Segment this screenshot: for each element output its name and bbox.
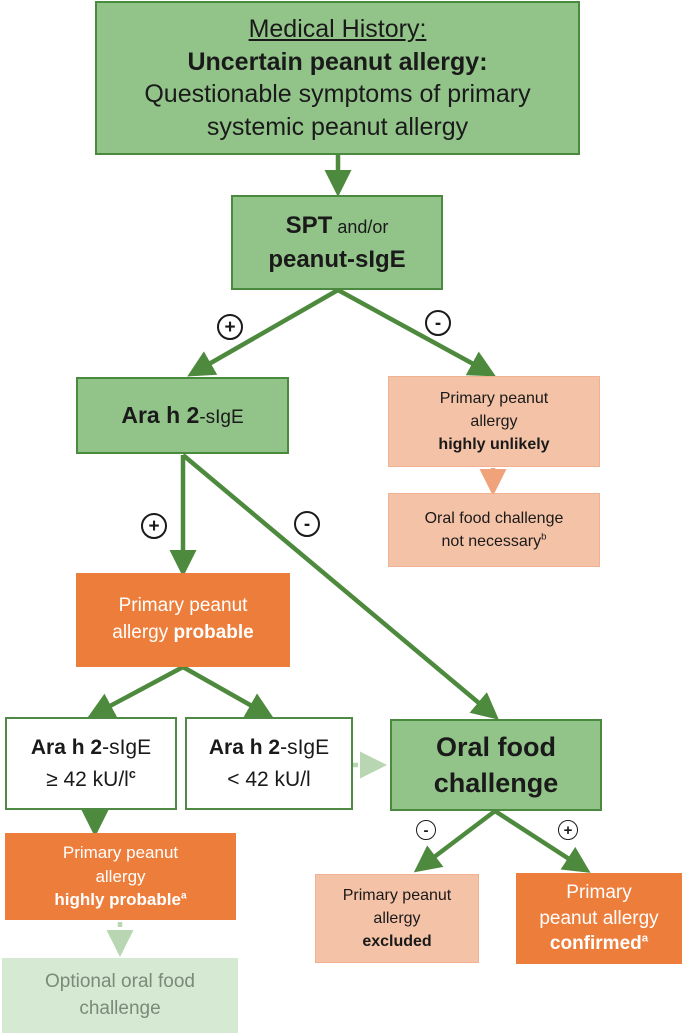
minus-sign-ofc: - (416, 820, 436, 840)
excluded-line-1: Primary peanut (342, 886, 452, 904)
ara-h2-label: Ara h 2-sIgE (121, 402, 243, 429)
ofc-line-1: Oral food (436, 731, 556, 762)
arrow-spt-to-arah2 (187, 288, 340, 377)
uncertain-peanut-allergy: Uncertain peanut allergy: (187, 47, 488, 76)
confirmed-line-3: confirmed (549, 933, 642, 955)
peanut-sige-label: peanut-sIgE (268, 245, 406, 273)
highly-probable-line-3: highly probable (54, 890, 181, 910)
oral-food-challenge-box: Oral food challenge (390, 719, 602, 811)
ara-h2-low-box: Ara h 2-sIgE < 42 kU/l (185, 717, 353, 810)
plus-sign-ofc: + (558, 820, 578, 840)
spt-line-1: SPT and/or (286, 209, 389, 243)
excluded-line-2: allergy (373, 909, 421, 927)
ara-h2-box: Ara h 2-sIgE (76, 377, 289, 454)
plus-sign-spt: + (217, 314, 243, 340)
probable-box: Primary peanut allergy probable (76, 573, 290, 667)
medical-history-text-2: systemic peanut allergy (206, 112, 469, 141)
unlikely-line-1: Primary peanut (439, 389, 549, 407)
arrow-ofc-to-confirmed (493, 809, 591, 873)
probable-line-2: allergy probable (112, 620, 253, 647)
high-bold: Ara h 2 (30, 736, 103, 759)
probable-line-2a: allergy (112, 622, 174, 643)
ara-h2-high-box: Ara h 2-sIgE ≥ 42 kU/lc (5, 717, 177, 810)
confirmed-box: Primary peanut allergy confirmeda (516, 873, 682, 964)
optional-line-2: challenge (79, 997, 161, 1019)
ofc-line-2: challenge (433, 768, 559, 798)
medical-history-text-1: Questionable symptoms of primary (144, 80, 531, 108)
highly-probable-line-1: Primary peanut (62, 842, 179, 862)
low-line-1: Ara h 2-sIgE (209, 732, 329, 764)
not-necessary-line-2-wrap: not necessaryb (442, 530, 547, 553)
high-line-1: Ara h 2-sIgE (31, 732, 151, 764)
not-necessary-line-2: not necessary (441, 533, 542, 550)
highly-probable-line-2: allergy (95, 866, 146, 886)
plus-sign-ara: + (141, 513, 167, 539)
excluded-box: Primary peanut allergy excluded (315, 874, 479, 963)
unlikely-line-3: highly unlikely (438, 436, 550, 454)
not-necessary-line-1: Oral food challenge (424, 509, 564, 527)
highly-probable-box: Primary peanut allergy highly probablea (5, 833, 236, 920)
high-suffix: -sIgE (102, 736, 152, 759)
probable-line-1: Primary peanut (118, 595, 248, 617)
high-line-2-wrap: ≥ 42 kU/lc (46, 764, 136, 796)
minus-sign-ara: - (294, 511, 320, 537)
confirmed-line-2: peanut allergy (539, 907, 659, 929)
minus-sign-spt: - (425, 310, 451, 336)
arrow-ofc-to-excluded (413, 809, 497, 873)
and-or-label: and/or (332, 216, 389, 237)
low-line-2: < 42 kU/l (227, 767, 311, 791)
arrow-arah2-to-ofc (181, 453, 499, 720)
spt-box: SPT and/or peanut-sIgE (231, 195, 443, 290)
medical-history-box: Medical History: Uncertain peanut allerg… (95, 1, 580, 155)
probable-line-2b: probable (173, 622, 254, 643)
spt-label: SPT (285, 211, 333, 239)
footnote-c: c (128, 766, 136, 781)
confirmed-line-1: Primary (566, 882, 632, 904)
footnote-b: b (541, 531, 547, 543)
optional-line-1: Optional oral food (45, 970, 195, 992)
ofc-not-necessary-box: Oral food challenge not necessaryb (388, 493, 600, 567)
footnote-a-1: a (180, 890, 187, 902)
highly-probable-line-3-wrap: highly probablea (54, 888, 186, 912)
ara-h2-bold: Ara h 2 (121, 402, 200, 428)
arrow-probable-to-high (87, 665, 185, 719)
footnote-a-2: a (641, 932, 649, 945)
excluded-line-3: excluded (362, 933, 432, 951)
ara-h2-suffix: -sIgE (199, 407, 244, 428)
optional-ofc-box: Optional oral food challenge (2, 958, 238, 1033)
low-bold: Ara h 2 (208, 736, 281, 759)
medical-history-heading: Medical History: (248, 15, 427, 43)
confirmed-line-3-wrap: confirmeda (550, 931, 648, 957)
highly-unlikely-box: Primary peanut allergy highly unlikely (388, 376, 600, 467)
low-suffix: -sIgE (280, 736, 330, 759)
unlikely-line-2: allergy (470, 412, 518, 430)
arrow-probable-to-low (181, 665, 274, 719)
arrow-spt-to-unlikely (336, 288, 496, 377)
high-line-2: ≥ 42 kU/l (46, 767, 129, 791)
